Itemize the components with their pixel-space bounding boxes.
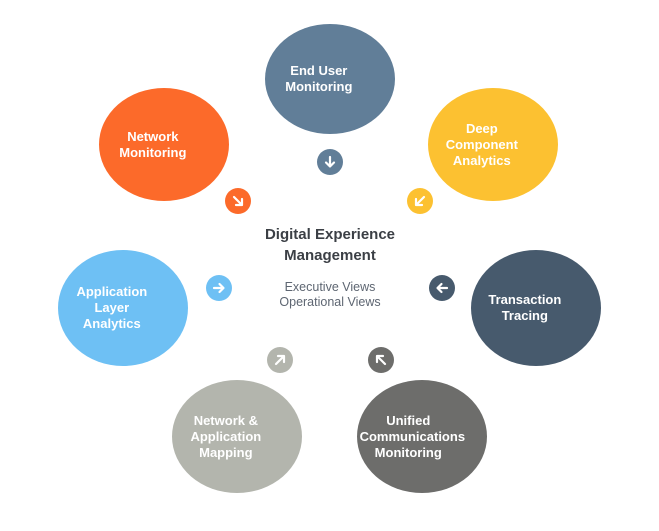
node-label-line: Tracing — [501, 308, 548, 323]
center-label: Digital Experience Management Executive … — [235, 224, 425, 310]
arrow-down-right-icon — [225, 188, 251, 214]
deep-component-analytics-node: Deep Component Analytics — [428, 88, 558, 201]
node-label-line: Network — [127, 128, 179, 144]
operational-views-label: Operational Views — [279, 295, 381, 309]
node-label-line: Analytics — [452, 152, 511, 168]
arrow-down-left-icon — [407, 188, 433, 214]
node-label-line: Unified — [386, 412, 431, 428]
node-label-line: Communications — [359, 428, 466, 444]
arrow-up-left-icon — [368, 347, 394, 373]
node-label-line: Mapping — [199, 444, 253, 460]
node-label-line: Component — [445, 136, 518, 152]
node-label-line: Monitoring — [119, 144, 187, 160]
executive-views-label: Executive Views — [284, 280, 376, 294]
center-title-line-1: Digital Experience — [264, 226, 396, 243]
unified-communications-monitoring-node: Unified Communications Monitoring — [357, 380, 487, 493]
node-label-line: Analytics — [82, 316, 141, 331]
node-label-line: Deep — [465, 120, 498, 136]
node-label-line: Monitoring — [374, 444, 442, 460]
application-layer-analytics-node: Application Layer Analytics — [58, 250, 188, 366]
node-label-line: Network & — [193, 412, 258, 428]
arrow-right-icon — [206, 275, 232, 301]
arrow-left-icon — [429, 275, 455, 301]
arrow-down-icon — [317, 149, 343, 175]
network-monitoring-node: Network Monitoring — [99, 88, 229, 201]
node-label-line: Application — [190, 428, 262, 444]
network-application-mapping-node: Network & Application Mapping — [172, 380, 302, 493]
node-label-line: Transaction — [488, 292, 562, 307]
center-title-line-2: Management — [284, 247, 376, 264]
transaction-tracing-node: Transaction Tracing — [471, 250, 601, 366]
node-label-line: End User — [290, 63, 348, 78]
end-user-monitoring-node: End User Monitoring — [265, 24, 395, 134]
node-label-line: Monitoring — [285, 79, 353, 94]
node-label-line: Application — [76, 284, 148, 299]
arrow-up-right-icon — [267, 347, 293, 373]
node-label-line: Layer — [94, 300, 130, 315]
